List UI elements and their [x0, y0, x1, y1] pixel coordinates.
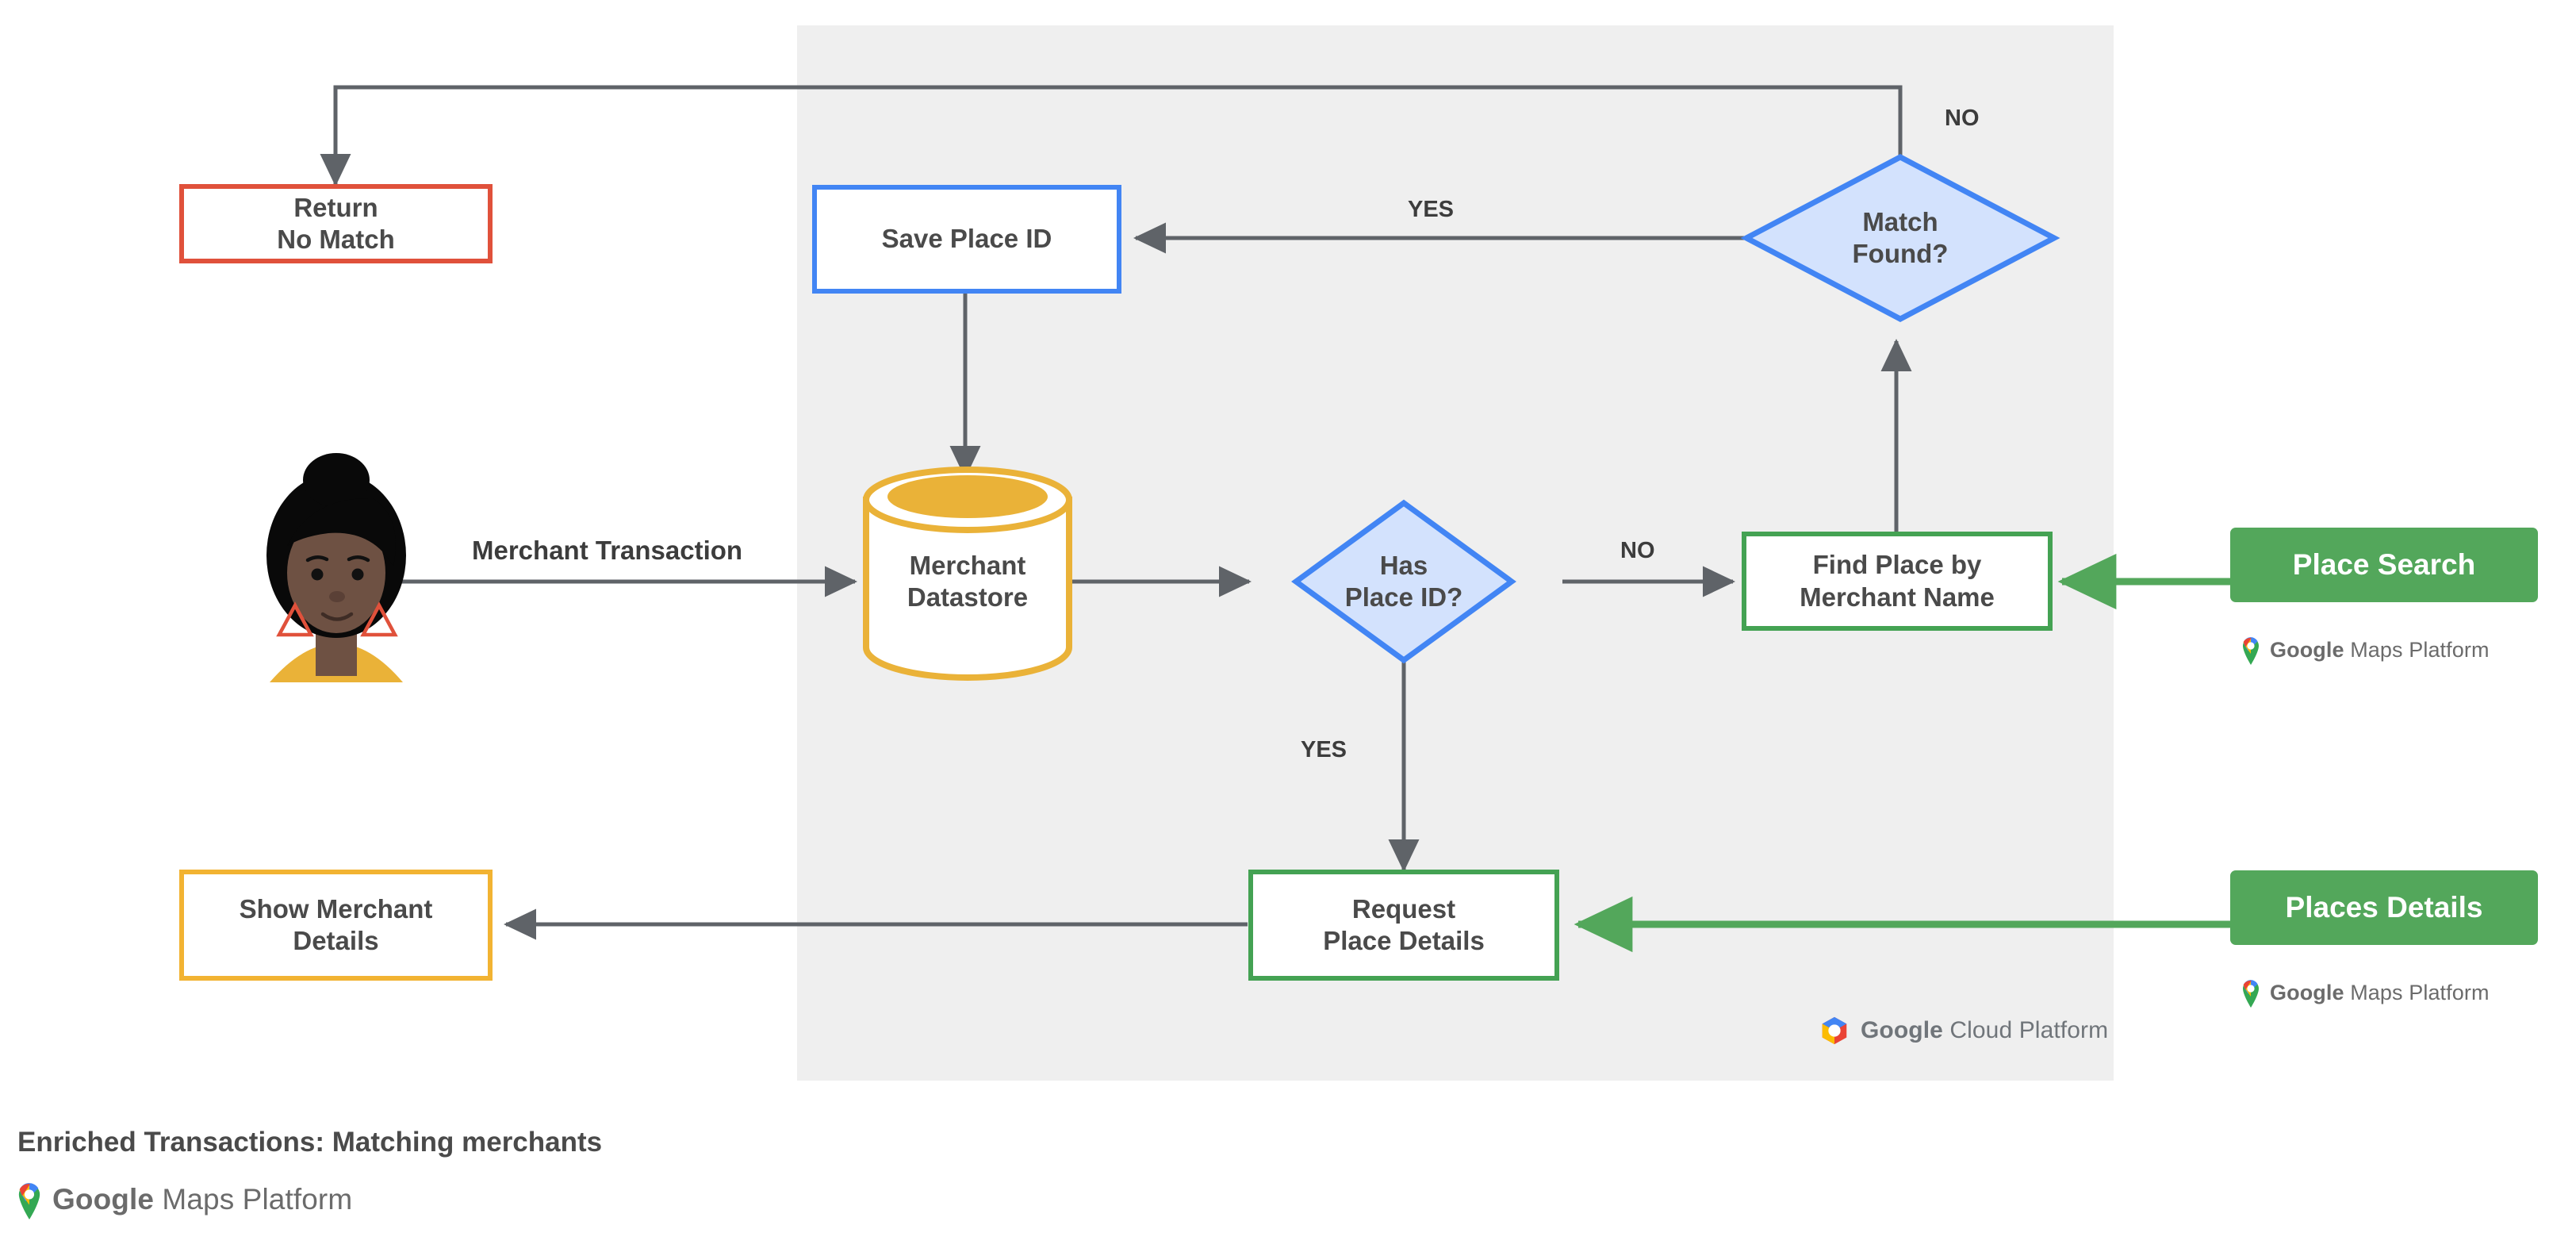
edge-label-has-place-id-yes-text: YES: [1301, 737, 1347, 762]
maps-platform-lockup-place-search: Google Maps Platform: [2240, 635, 2490, 665]
node-return-no-match-label: Return No Match: [277, 192, 395, 254]
google-maps-pin-icon: [2243, 980, 2259, 1008]
node-find-place-by-merchant-name[interactable]: Find Place by Merchant Name: [1742, 532, 2053, 631]
node-merchant-datastore[interactable]: Merchant Datastore: [866, 530, 1069, 633]
edge-label-has-place-id-no-text: NO: [1620, 538, 1655, 563]
cloud-platform-product-text: Cloud Platform: [1942, 1017, 2109, 1043]
node-match-found[interactable]: Match Found?: [1746, 157, 2054, 319]
maps-platform-product-text: Maps Platform: [2344, 980, 2490, 1004]
footer-maps-platform-text: Google Maps Platform: [52, 1183, 352, 1216]
diagram-caption: Enriched Transactions: Matching merchant…: [17, 1127, 603, 1158]
edge-label-merchant-transaction-text: Merchant Transaction: [472, 536, 743, 565]
maps-platform-lockup-text: Google Maps Platform: [2270, 638, 2490, 662]
node-find-place-by-merchant-name-label: Find Place by Merchant Name: [1800, 550, 1995, 612]
node-save-place-id[interactable]: Save Place ID: [812, 185, 1121, 294]
edge-match-found-no: [320, 85, 1903, 187]
google-cloud-hexagon-icon: [1822, 1016, 1847, 1045]
cloud-platform-lockup-text: Google Cloud Platform: [1861, 1017, 2108, 1044]
node-request-place-details-label: Request Place Details: [1323, 893, 1485, 955]
maps-platform-brand-text: Google: [2270, 980, 2344, 1004]
customer-avatar-illustration: [266, 453, 406, 682]
maps-platform-brand-text: Google: [2270, 637, 2344, 662]
merchant-datastore-cylinder-shape: [863, 467, 1072, 681]
google-maps-pin-icon: [18, 1183, 40, 1219]
node-match-found-label: Match Found?: [1852, 206, 1949, 268]
edge-label-has-place-id-yes: YES: [1301, 737, 1347, 763]
node-has-place-id[interactable]: Has Place ID?: [1296, 503, 1512, 660]
node-place-search-label: Place Search: [2292, 548, 2476, 581]
footer-maps-platform-lockup: Google Maps Platform: [14, 1180, 352, 1219]
google-maps-pin-icon: [2243, 637, 2259, 665]
node-places-details-label: Places Details: [2285, 891, 2483, 924]
edge-label-merchant-transaction: Merchant Transaction: [472, 536, 742, 566]
node-show-merchant-details[interactable]: Show Merchant Details: [179, 870, 493, 981]
node-return-no-match[interactable]: Return No Match: [179, 184, 493, 263]
match-found-diamond-shape: [1740, 154, 2060, 322]
edge-label-match-found-yes-text: YES: [1408, 197, 1455, 222]
node-merchant-datastore-label: Merchant Datastore: [907, 550, 1029, 612]
edge-label-match-found-no-text: NO: [1945, 106, 1980, 131]
node-place-search[interactable]: Place Search: [2230, 528, 2538, 602]
edge-label-has-place-id-no: NO: [1620, 538, 1655, 564]
has-place-id-diamond-shape: [1291, 499, 1516, 664]
footer-maps-platform-brand-text: Google: [52, 1183, 155, 1216]
edge-label-match-found-yes: YES: [1408, 197, 1454, 223]
node-has-place-id-label: Has Place ID?: [1344, 550, 1463, 612]
cloud-platform-brand-text: Google: [1861, 1017, 1943, 1043]
node-save-place-id-label: Save Place ID: [881, 224, 1052, 254]
maps-platform-product-text: Maps Platform: [2344, 637, 2490, 662]
maps-platform-lockup-places-details: Google Maps Platform: [2240, 977, 2490, 1008]
cloud-platform-lockup: Google Cloud Platform: [1818, 1014, 2108, 1047]
node-places-details[interactable]: Places Details: [2230, 870, 2538, 945]
edge-label-match-found-no: NO: [1945, 106, 1980, 132]
node-request-place-details[interactable]: Request Place Details: [1248, 870, 1559, 981]
maps-platform-lockup-text: Google Maps Platform: [2270, 981, 2490, 1005]
footer-maps-platform-product-text: Maps Platform: [154, 1183, 353, 1216]
node-show-merchant-details-label: Show Merchant Details: [239, 893, 433, 955]
